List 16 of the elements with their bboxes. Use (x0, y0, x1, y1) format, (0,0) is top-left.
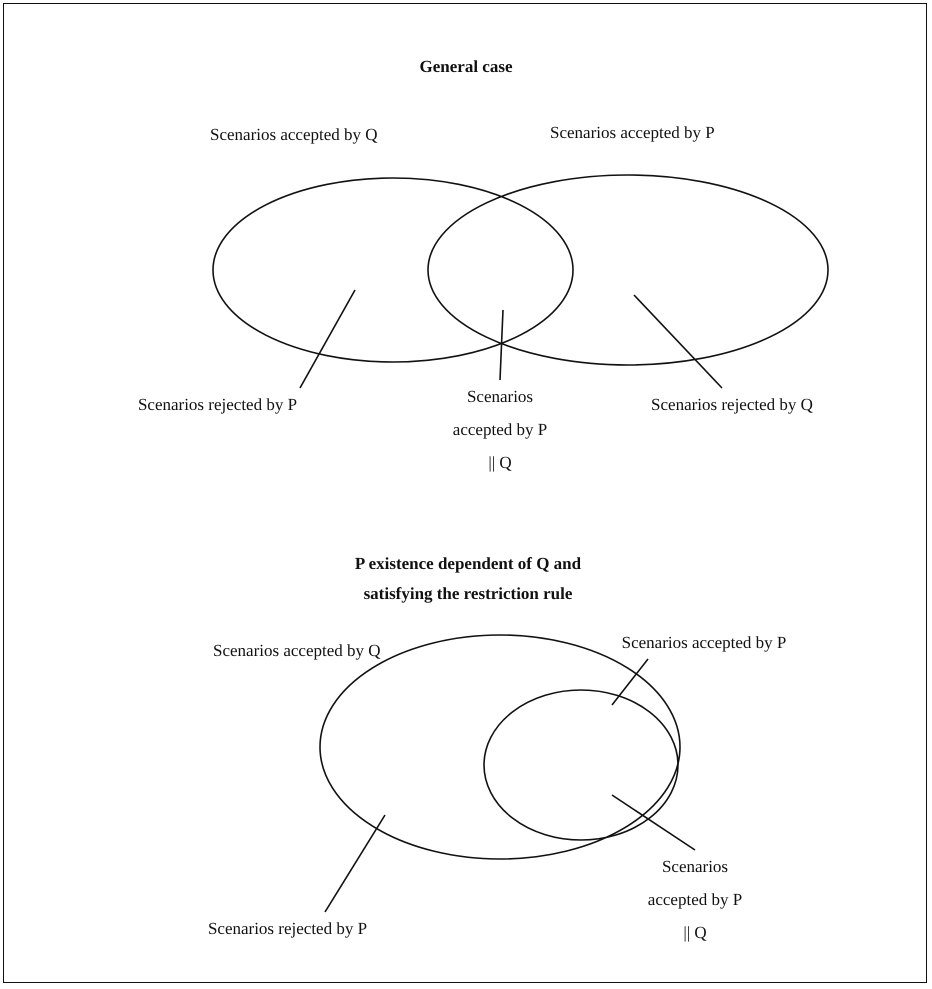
set-label: Scenarios accepted by Q (213, 640, 381, 662)
callout-text: Scenarios accepted by P || Q (452, 380, 548, 479)
callout-text: Scenarios rejected by Q (612, 388, 852, 421)
callout-text: Scenarios accepted by P (588, 626, 820, 659)
leader-line (299, 290, 356, 388)
callout-text: Scenarios rejected by P (175, 912, 400, 945)
callout-text: Scenarios accepted by P || Q (647, 850, 743, 949)
set-label: Scenarios accepted by Q (210, 124, 378, 146)
leader-line (324, 814, 386, 912)
section-heading: P existence dependent of Q and satisfying the restriction rule (354, 553, 582, 605)
leader-line (611, 658, 649, 706)
leader-line (612, 794, 696, 851)
set-label: Scenarios accepted by P (550, 122, 715, 144)
callout-text: Scenarios rejected by P (105, 388, 330, 421)
leader-line (633, 294, 723, 389)
section-heading: General case (418, 56, 514, 78)
